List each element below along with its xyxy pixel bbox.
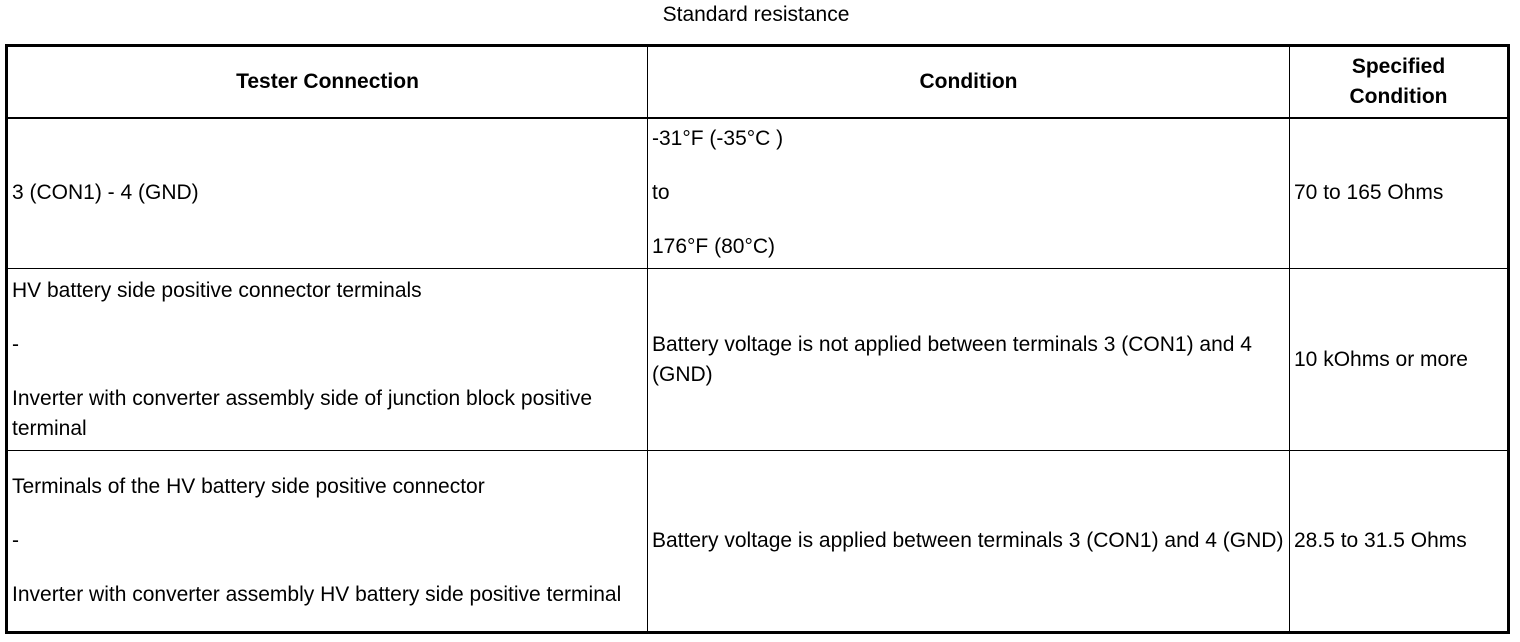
condition-line: -31°F (-35°C ) [652, 127, 784, 151]
table-row: HV battery side positive connector termi… [6, 268, 1509, 451]
cell-condition: -31°F (-35°C ) to 176°F (80°C) [647, 117, 1290, 269]
cell-tester-connection: Terminals of the HV battery side positiv… [6, 450, 648, 633]
tester-connection-line: - [12, 332, 19, 356]
tester-connection-line: HV battery side positive connector termi… [12, 278, 422, 302]
standard-resistance-table: Tester Connection Condition Specified Co… [5, 44, 1510, 634]
header-specified-line1: Specified [1351, 54, 1446, 78]
tester-connection-line: Terminals of the HV battery side positiv… [12, 475, 485, 498]
cell-specified-condition: 10 kOhms or more [1289, 268, 1509, 451]
header-specified-line2: Condition [1349, 84, 1448, 108]
condition-text: Battery voltage is applied between termi… [652, 529, 1284, 552]
cell-specified-condition: 70 to 165 Ohms [1289, 117, 1509, 269]
condition-line: 176°F (80°C) [652, 235, 776, 259]
condition-text: Battery voltage is not applied between t… [652, 332, 1252, 386]
header-specified-condition: Specified Condition [1289, 45, 1509, 119]
header-condition: Condition [647, 45, 1290, 119]
table-row: Terminals of the HV battery side positiv… [6, 450, 1509, 633]
cell-specified-condition: 28.5 to 31.5 Ohms [1289, 450, 1509, 633]
cell-tester-connection: 3 (CON1) - 4 (GND) [6, 117, 648, 269]
table-caption: Standard resistance [662, 3, 850, 26]
tester-connection-line: Inverter with converter assembly side of… [12, 386, 593, 440]
cell-tester-connection: HV battery side positive connector termi… [6, 268, 648, 451]
table-header-row: Tester Connection Condition Specified Co… [6, 45, 1509, 119]
table-row: 3 (CON1) - 4 (GND) -31°F (-35°C ) to 176… [6, 117, 1509, 269]
cell-condition: Battery voltage is applied between termi… [647, 450, 1290, 633]
condition-line: to [652, 181, 670, 205]
tester-connection-line: Inverter with converter assembly HV batt… [12, 583, 622, 606]
cell-condition: Battery voltage is not applied between t… [647, 268, 1290, 451]
tester-connection-text: 3 (CON1) - 4 (GND) [12, 181, 199, 205]
header-tester-connection: Tester Connection [6, 45, 648, 119]
tester-connection-line: - [12, 529, 19, 552]
